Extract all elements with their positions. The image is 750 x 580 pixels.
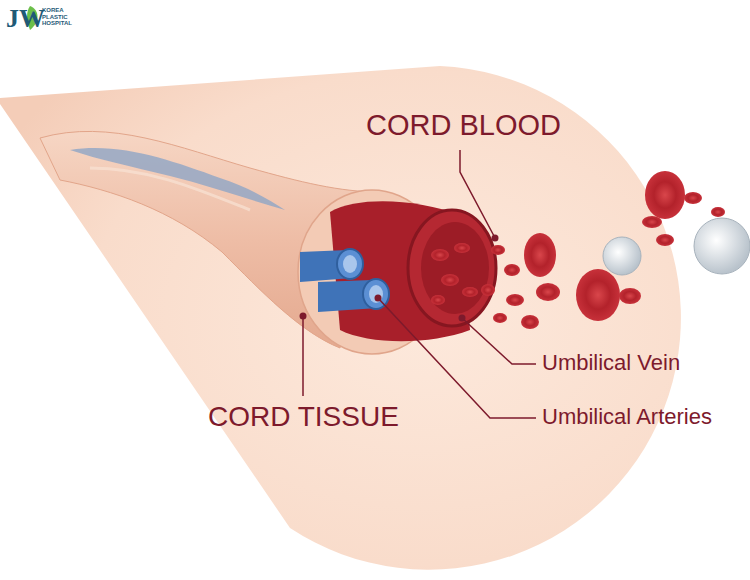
logo-text: KOREA PLASTIC HOSPITAL <box>42 7 86 27</box>
part-label: Umbilical Arteries <box>542 404 712 430</box>
vessel-streak <box>70 148 285 210</box>
blood-cells <box>481 171 750 329</box>
part-label: CORD BLOOD <box>366 108 561 143</box>
leader-lines <box>303 150 536 418</box>
background-shape <box>0 66 681 570</box>
part-label: Umbilical Vein <box>542 350 680 376</box>
part-label: CORD TISSUE <box>208 400 399 434</box>
umbilical-vein <box>408 210 496 326</box>
leader-dots <box>300 235 499 322</box>
logo-mark: JW <box>6 3 45 34</box>
